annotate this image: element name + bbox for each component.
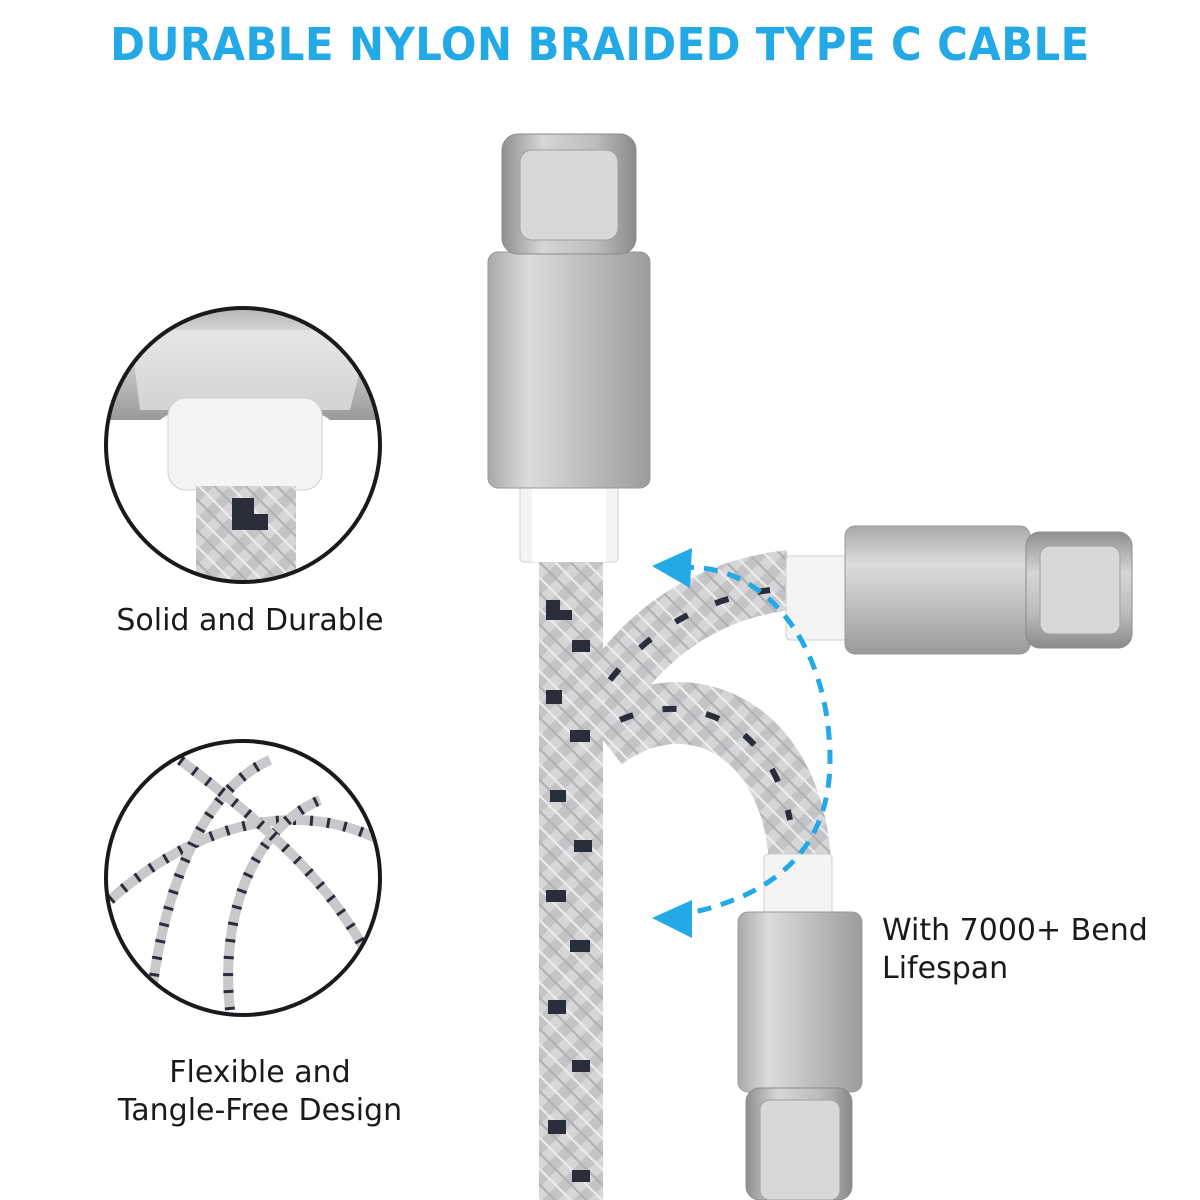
- feature-solid-label: Solid and Durable: [116, 603, 384, 638]
- feature-flexible-label-line1: Flexible and: [169, 1055, 351, 1090]
- bend-arrow-icon: [679, 564, 833, 918]
- detail-circle-flexible: [104, 739, 382, 1017]
- right-housing: [844, 525, 1031, 655]
- main-braid: [539, 560, 603, 1200]
- feature-flexible-label-line2: Tangle-Free Design: [117, 1093, 403, 1128]
- feature-bend-label-line2: Lifespan: [882, 951, 1009, 986]
- feature-bend-label-line1: With 7000+ Bend: [882, 913, 1148, 948]
- headline: DURABLE NYLON BRAIDED TYPE C CABLE: [110, 18, 1090, 71]
- detail-circle-solid: [104, 306, 382, 584]
- arrowhead-up: [652, 548, 692, 588]
- bent-cable-lower: [583, 682, 863, 1200]
- bent-cable-upper: [577, 525, 1133, 717]
- right-strain-relief: [785, 555, 851, 641]
- bottom-housing: [737, 911, 863, 1093]
- main-housing: [487, 251, 651, 489]
- arrowhead-down: [652, 900, 692, 938]
- main-braid-dark-marks: [546, 600, 592, 1182]
- bottom-strain-relief: [763, 853, 833, 917]
